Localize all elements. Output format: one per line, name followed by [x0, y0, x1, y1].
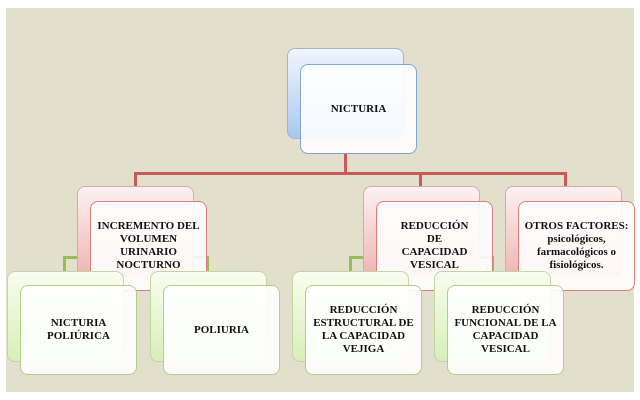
node-poliuria: POLIURIA	[163, 285, 280, 375]
connector-level1-1	[134, 172, 137, 187]
node-nicturia-poliurica: NICTURIA POLIÚRICA	[20, 285, 137, 375]
connector-level1-3	[564, 172, 567, 187]
node-reduccion-estructural: REDUCCIÓN ESTRUCTURAL DE LA CAPACIDAD VE…	[305, 285, 422, 375]
node-label: NICTURIA POLIÚRICA	[47, 317, 110, 342]
node-reduccion-funcional: REDUCCIÓN FUNCIONAL DE LA CAPACIDAD VESI…	[447, 285, 564, 375]
node-label: REDUCCIÓN FUNCIONAL DE LA CAPACIDAD VESI…	[454, 304, 557, 355]
connector-right-1	[349, 256, 352, 272]
node-label: OTROS FACTORES: psicológicos, farmacológ…	[524, 220, 629, 271]
connector-left-1	[63, 256, 66, 272]
connector-level1-2	[419, 172, 422, 187]
root-node: NICTURIA	[300, 64, 417, 154]
node-label: INCREMENTO DEL VOLUMEN URINARIO NOCTURNO	[97, 220, 200, 271]
connector-left-2	[206, 256, 209, 272]
node-label: POLIURIA	[193, 323, 249, 336]
node-label: REDUCCIÓN DE CAPACIDAD VESICAL	[400, 220, 469, 271]
node-label: REDUCCIÓN ESTRUCTURAL DE LA CAPACIDAD VE…	[313, 304, 414, 355]
root-node-label: NICTURIA	[330, 102, 387, 115]
connector-level1-bar	[134, 172, 567, 175]
connector-root	[344, 153, 347, 174]
